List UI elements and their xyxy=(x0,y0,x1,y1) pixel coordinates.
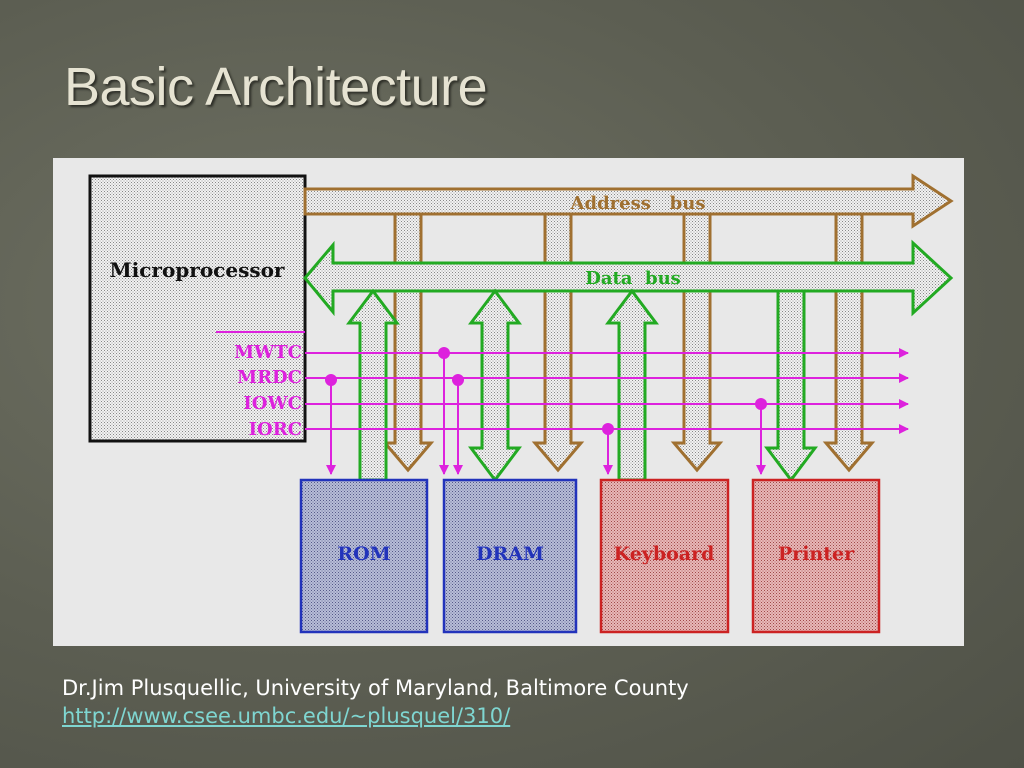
dram-block xyxy=(442,478,578,634)
data-bus xyxy=(303,239,954,483)
dram-label: DRAM xyxy=(476,543,544,565)
slide-title: Basic Architecture xyxy=(64,57,488,117)
rom-block xyxy=(299,478,429,634)
signal-label-iorc: IORC xyxy=(249,419,302,440)
printer-block xyxy=(751,478,881,634)
architecture-diagram: Microprocessor Address bus Data bus xyxy=(53,158,964,646)
signal-label-mwtc: MWTC xyxy=(234,342,302,363)
printer-label: Printer xyxy=(778,543,855,565)
slide-footer: Dr.Jim Plusquellic, University of Maryla… xyxy=(62,674,689,730)
microprocessor-block xyxy=(88,174,307,443)
keyboard-block xyxy=(599,478,730,634)
footer-link[interactable]: http://www.csee.umbc.edu/~plusquel/310/ xyxy=(62,704,511,728)
keyboard-label: Keyboard xyxy=(614,543,715,565)
signal-label-mrdc: MRDC xyxy=(237,367,302,388)
control-junctions xyxy=(325,347,767,435)
address-bus-label: Address bus xyxy=(570,193,706,214)
footer-author: Dr.Jim Plusquellic, University of Maryla… xyxy=(62,676,689,700)
rom-label: ROM xyxy=(337,543,390,565)
data-bus-label: Data bus xyxy=(585,268,681,289)
signal-label-iowc: IOWC xyxy=(243,393,302,414)
microprocessor-label: Microprocessor xyxy=(110,258,285,282)
